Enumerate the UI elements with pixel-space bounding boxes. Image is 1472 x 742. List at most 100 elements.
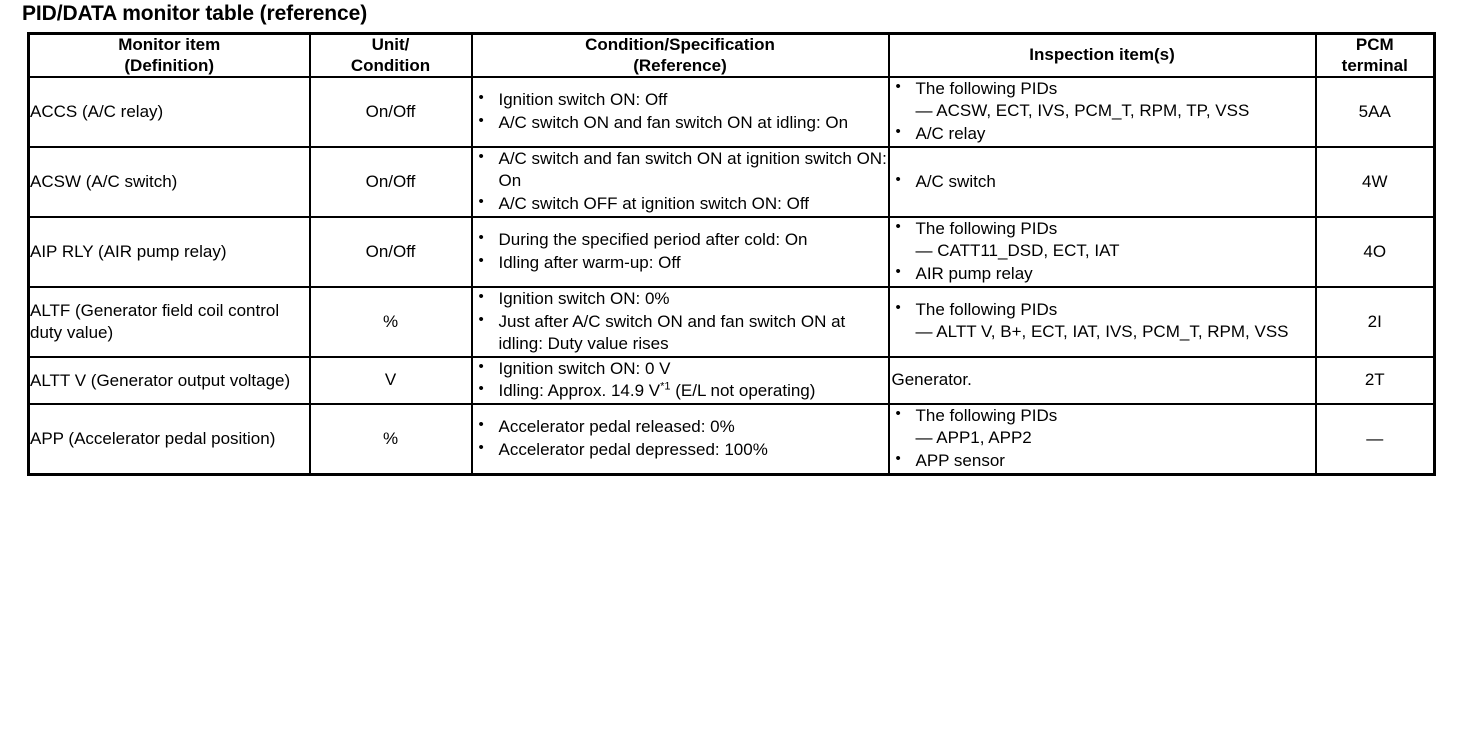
condition-list: Accelerator pedal released: 0%Accelerato… [473,415,888,461]
cell-unit-condition: V [308,355,473,406]
condition-list: Ignition switch ON: 0 VIdling: Approx. 1… [473,357,888,403]
column-header-condition-specification-line2: (Reference) [633,55,727,75]
condition-item: Idling after warm-up: Off [473,251,888,274]
cell-condition-specification: During the specified period after cold: … [470,216,890,288]
condition-list: A/C switch and fan switch ON at ignition… [473,147,888,215]
pcm-terminal-value: — [1366,429,1384,449]
cell-monitor-item: AIP RLY (AIR pump relay) [27,216,311,288]
condition-list: During the specified period after cold: … [473,228,888,274]
pid-data-monitor-table: Monitor item (Definition) Unit/ Conditio… [27,32,1436,477]
inspection-item-subtext: — ACSW, ECT, IVS, PCM_T, RPM, TP, VSS [915,101,1250,121]
inspection-item: The following PIDs — CATT11_DSD, ECT, IAT [890,217,1315,262]
cell-monitor-item: ALTF (Generator field coil control duty … [27,285,311,358]
table-body: ACCS (A/C relay)On/OffIgnition switch ON… [27,76,1436,476]
cell-inspection-items: The following PIDs— APP1, APP2APP sensor [887,403,1317,476]
condition-item-text: Idling: Approx. 14.9 V [498,381,661,401]
inspection-item: A/C relay [890,122,1315,145]
inspection-item-text: The following PIDs [915,300,1058,320]
cell-condition-specification: A/C switch and fan switch ON at ignition… [470,146,890,218]
inspection-item-text: The following PIDs [915,219,1058,238]
inspection-item: The following PIDs— ALTT V, B+, ECT, IAT… [890,298,1315,343]
condition-item-text: A/C switch and fan switch ON at ignition… [498,149,887,191]
column-header-condition-specification-line1: Condition/Specification [585,35,775,54]
column-header-unit-condition: Unit/ Condition [308,32,473,79]
table-row: ACCS (A/C relay)On/OffIgnition switch ON… [27,76,1436,149]
pcm-terminal-value: 4W [1362,172,1388,192]
header-row: Monitor item (Definition) Unit/ Conditio… [27,32,1436,79]
inspection-item: APP sensor [890,449,1315,472]
condition-item-text: Ignition switch ON: 0 V [498,358,671,378]
cell-pcm-terminal: 2T [1314,355,1436,406]
column-header-pcm-terminal-line2: terminal [1341,55,1408,75]
cell-unit-condition: % [308,285,473,358]
column-header-unit-condition-line2: Condition [350,55,431,75]
cell-condition-specification: Accelerator pedal released: 0%Accelerato… [470,403,890,476]
cell-condition-specification: Ignition switch ON: 0 VIdling: Approx. 1… [470,355,890,406]
condition-item-text: A/C switch OFF at ignition switch ON: Of… [498,194,810,214]
cell-inspection-items: The following PIDs— ALTT V, B+, ECT, IAT… [887,285,1317,358]
inspection-item-subtext: — CATT11_DSD, ECT, IAT [915,240,1120,260]
table-header: Monitor item (Definition) Unit/ Conditio… [27,32,1436,79]
condition-item: Accelerator pedal depressed: 100% [473,438,888,461]
cell-inspection-items: The following PIDs — CATT11_DSD, ECT, IAT… [887,216,1317,288]
cell-unit-condition: On/Off [308,146,473,218]
cell-inspection-items: Generator. [887,355,1317,406]
column-header-inspection-items: Inspection item(s) [887,32,1317,79]
column-header-inspection-items-line1: Inspection item(s) [1029,45,1175,65]
inspection-list: The following PIDs — CATT11_DSD, ECT, IAT… [890,217,1315,285]
condition-list: Ignition switch ON: 0%Just after A/C swi… [473,287,888,355]
pcm-terminal-value: 4O [1363,241,1387,261]
inspection-list: The following PIDs— ACSW, ECT, IVS, PCM_… [890,77,1315,145]
inspection-item-subtext: — APP1, APP2 [915,428,1032,448]
page-title: PID/DATA monitor table (reference) [22,2,368,25]
condition-item-text: Accelerator pedal released: 0% [498,417,735,437]
pid-data-monitor-table-container: Monitor item (Definition) Unit/ Conditio… [27,32,1436,477]
table-row: ALTT V (Generator output voltage)VIgniti… [27,355,1436,406]
cell-condition-specification: Ignition switch ON: OffA/C switch ON and… [470,76,890,149]
cell-unit-condition: % [308,403,473,476]
table-row: ACSW (A/C switch)On/Off A/C switch and fa… [27,146,1436,218]
cell-monitor-item: ACCS (A/C relay) [27,76,311,149]
column-header-unit-condition-line1: Unit/ [371,35,410,54]
cell-unit-condition: On/Off [308,216,473,288]
cell-pcm-terminal: 4O [1314,216,1436,288]
condition-item-text: A/C switch ON and fan switch ON at idlin… [498,113,849,133]
table-row: APP (Accelerator pedal position)%Acceler… [27,403,1436,476]
cell-condition-specification: Ignition switch ON: 0%Just after A/C swi… [470,285,890,358]
condition-item: Ignition switch ON: 0 V [473,357,888,380]
pcm-terminal-value: 2I [1367,311,1382,331]
condition-item-text: Ignition switch ON: Off [498,90,668,110]
inspection-item: AIR pump relay [890,262,1315,285]
condition-item: Idling: Approx. 14.9 V*1 (E/L not operat… [473,379,888,402]
column-header-pcm-terminal-line1: PCM [1355,35,1394,54]
cell-monitor-item: ALTT V (Generator output voltage) [27,355,311,406]
condition-item: A/C switch ON and fan switch ON at idlin… [473,111,888,134]
inspection-item-text: The following PIDs [915,79,1058,99]
column-header-monitor-item: Monitor item (Definition) [27,32,311,79]
inspection-plain-text: Generator. [891,370,972,390]
inspection-item-text: A/C switch [915,171,996,191]
column-header-condition-specification: Condition/Specification (Reference) [470,32,890,79]
cell-monitor-item: ACSW (A/C switch) [27,146,311,218]
column-header-monitor-item-line2: (Definition) [124,55,215,75]
condition-item-text-continued: (E/L not operating) [670,381,816,401]
cell-inspection-items: A/C switch [887,146,1317,218]
condition-item-text: During the specified period after cold: … [498,229,808,249]
inspection-item-text: A/C relay [915,124,986,144]
inspection-item-text: The following PIDs [915,406,1058,426]
column-header-monitor-item-line1: Monitor item [118,35,221,54]
inspection-list: The following PIDs— ALTT V, B+, ECT, IAT… [890,298,1315,343]
cell-pcm-terminal: 2I [1314,285,1436,358]
inspection-item-text: APP sensor [915,451,1005,471]
footnote-marker: *1 [660,380,671,393]
pcm-terminal-value: 2T [1364,370,1385,390]
table-row: AIP RLY (AIR pump relay)On/Off During the… [27,216,1436,288]
table-row: ALTF (Generator field coil control duty … [27,285,1436,358]
condition-item-text: Idling after warm-up: Off [498,252,681,272]
condition-item: Accelerator pedal released: 0% [473,415,888,438]
condition-item: Ignition switch ON: Off [473,88,888,111]
condition-list: Ignition switch ON: OffA/C switch ON and… [473,88,888,134]
condition-item: During the specified period after cold: … [473,228,888,251]
inspection-item: A/C switch [890,170,1315,193]
